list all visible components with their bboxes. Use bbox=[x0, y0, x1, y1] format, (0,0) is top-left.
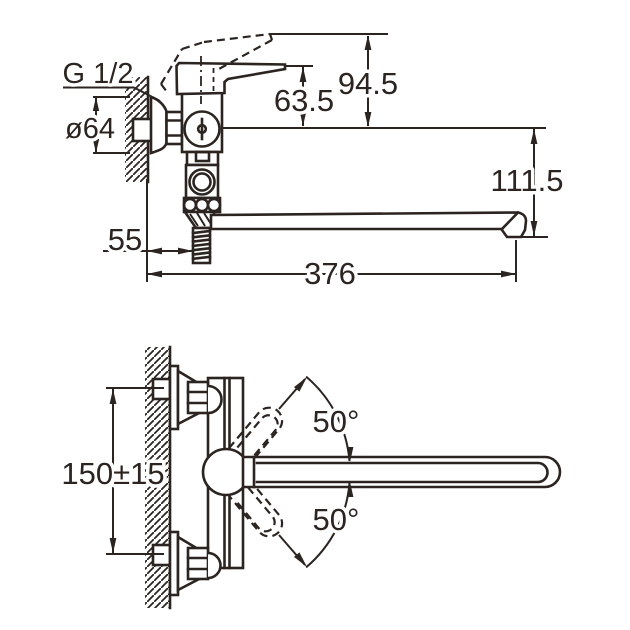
handle-front bbox=[241, 455, 562, 489]
dim-150-15: 150±15 bbox=[61, 456, 164, 491]
dim-376: 376 bbox=[304, 256, 356, 291]
thread-label: G 1/2 bbox=[63, 58, 134, 90]
escutcheon-diameter-label: ø64 bbox=[65, 113, 115, 145]
outlet-wedge bbox=[182, 210, 216, 230]
front-view-dimensions: 150±15 50° 50° bbox=[58, 375, 363, 569]
diverter-circle bbox=[188, 168, 216, 196]
handle-swung-up-dashed bbox=[228, 406, 284, 466]
eccentric-top bbox=[151, 364, 223, 431]
wall-section-side bbox=[125, 75, 154, 184]
front-view: 150±15 50° 50° bbox=[58, 345, 562, 610]
dim-63-5: 63.5 bbox=[274, 83, 334, 118]
cartridge-circle bbox=[183, 110, 221, 148]
pipe-nipple bbox=[131, 117, 154, 143]
handle-swung-down-dashed bbox=[228, 478, 284, 538]
handle-side bbox=[175, 61, 287, 96]
dim-94-5: 94.5 bbox=[338, 66, 398, 101]
side-view-dimensions: G 1/2 ø64 94.5 63.5 bbox=[59, 33, 567, 295]
eccentric-bottom bbox=[151, 530, 222, 597]
dim-111-5: 111.5 bbox=[491, 163, 564, 198]
faucet-body-side bbox=[180, 90, 224, 230]
hose-thread bbox=[191, 226, 212, 265]
dim-50deg-up: 50° bbox=[313, 404, 360, 439]
dim-50deg-down: 50° bbox=[313, 502, 360, 537]
side-view: G 1/2 ø64 94.5 63.5 bbox=[59, 32, 567, 295]
escutcheon-side bbox=[149, 95, 184, 155]
handle-raised-dashed bbox=[160, 32, 274, 93]
dim-55: 55 bbox=[108, 222, 142, 257]
spout-side bbox=[209, 210, 528, 239]
hex-nut-side bbox=[165, 110, 184, 146]
